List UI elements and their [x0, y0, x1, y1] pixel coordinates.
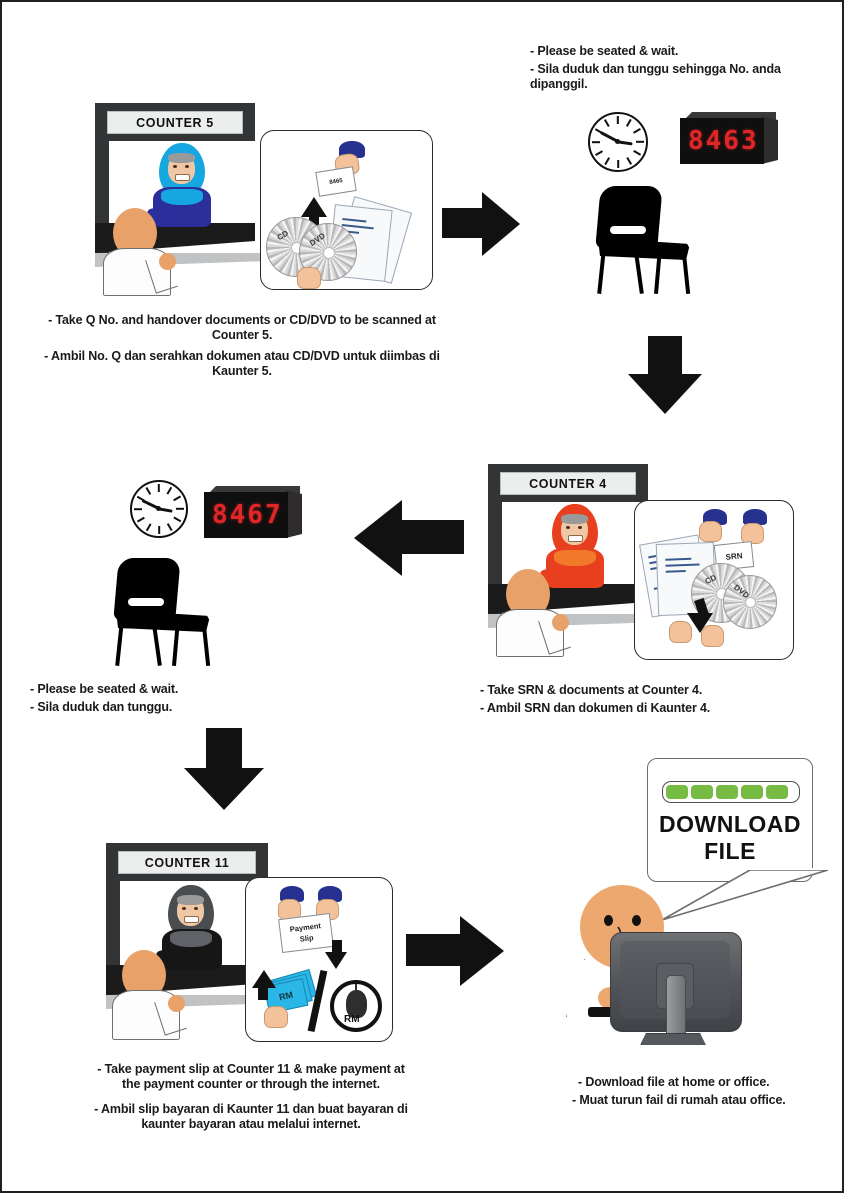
clerk-eye-right: [578, 526, 582, 529]
clerk-eye-right: [194, 907, 198, 910]
step4-caption-en: - Please be seated & wait.: [30, 682, 179, 696]
counter11-booth: COUNTER 11: [106, 843, 296, 1040]
step1-caption-ms: - Ambil No. Q dan serahkan dokumen atau …: [44, 349, 440, 378]
clerk-eye-left: [173, 165, 177, 168]
clock-icon-2: [130, 480, 188, 538]
counter4-customer: [496, 569, 582, 657]
pc-user-eye-right: [632, 915, 641, 926]
mouse-cable: [355, 984, 357, 992]
callout1-hand-lower-icon: [297, 267, 321, 289]
counter11-callout: Payment Slip RM RM: [245, 877, 393, 1042]
counter5-sign-label: COUNTER 5: [107, 111, 243, 134]
step2-caption-en: - Please be seated & wait.: [530, 44, 679, 58]
dvd-disc-icon: [723, 575, 777, 629]
callout3-hand-left-icon: [699, 521, 722, 542]
counter11-clerk: [155, 885, 232, 971]
clerk-shawl: [170, 931, 212, 947]
step6-caption-ms: - Muat turun fail di rumah atau office.: [572, 1093, 786, 1107]
step2-caption-ms: - Sila duduk dan tunggu sehingga No. and…: [530, 62, 781, 91]
clerk-mouth: [175, 174, 190, 181]
clerk-eye-left: [566, 526, 570, 529]
download-bubble-line1: DOWNLOAD: [659, 811, 801, 837]
counter5-clerk: [146, 143, 221, 229]
monitor-base: [640, 1033, 706, 1045]
pc-user-eye-left: [604, 915, 613, 926]
counter4-sign-label: COUNTER 4: [500, 472, 636, 495]
clock-icon: [588, 112, 648, 172]
callout3-hand-right-icon: [741, 523, 764, 544]
callout1-arrow-up-icon: [301, 197, 327, 217]
arrow-step2-to-step3: [628, 336, 702, 416]
clerk-hair: [561, 514, 588, 524]
mouse-icon: [346, 990, 367, 1018]
queue-ticket: 8465: [315, 166, 357, 197]
counter5-callout: 8465 CD DVD: [260, 130, 433, 290]
queue-display-top: 8463: [678, 112, 784, 168]
monitor-neck: [666, 975, 686, 1039]
download-bubble-line2: FILE: [704, 838, 756, 864]
arrow-step5-to-step6: [406, 916, 508, 986]
clerk-hair: [168, 153, 195, 163]
download-bubble-tail: [661, 868, 829, 921]
clerk-hair: [177, 895, 204, 905]
callout3-hand-receive-right-icon: [701, 625, 724, 647]
chair-icon-bottom: [113, 558, 236, 666]
queue-number-bottom: 8467: [212, 500, 283, 530]
internet-payment-icon: [330, 980, 382, 1032]
clerk-eye-right: [185, 165, 189, 168]
download-progress-bar: [662, 781, 800, 803]
callout5-sleeve-right: [318, 886, 342, 902]
clerk-mouth: [568, 535, 583, 542]
counter5-customer: [103, 208, 189, 296]
queue-display-bottom: 8467: [202, 486, 308, 542]
callout5-arrow-down-icon: [325, 952, 347, 969]
pc-user-shoe: [588, 1007, 622, 1017]
customer-hand: [159, 253, 176, 270]
counter11-customer: [112, 950, 200, 1040]
arrow-step3-to-step4: [354, 500, 466, 576]
payment-slip: Payment Slip: [278, 912, 334, 954]
callout5-arrow-up-stem: [258, 986, 268, 1000]
counter4-clerk: [539, 504, 614, 590]
callout5-arrow-up-icon: [252, 970, 276, 988]
callout5-sleeve-left: [280, 886, 304, 902]
step1-caption-en: - Take Q No. and handover documents or C…: [48, 313, 436, 342]
arrow-step1-to-step2: [442, 192, 520, 256]
online-payment-label: RM: [344, 1014, 360, 1025]
step5-caption-ms: - Ambil slip bayaran di Kaunter 11 dan b…: [94, 1102, 408, 1131]
customer-hand: [552, 614, 569, 631]
callout5-hand-cash-icon: [264, 1006, 288, 1028]
customer-hand: [168, 995, 185, 1012]
counter4-booth: COUNTER 4: [488, 464, 678, 657]
queue-number-top: 8463: [688, 126, 759, 156]
clerk-mouth: [184, 916, 199, 923]
arrow-step4-to-step5: [184, 728, 264, 812]
download-scene: [562, 867, 842, 1062]
clerk-shawl: [161, 189, 203, 205]
counter11-sign-label: COUNTER 11: [118, 851, 256, 874]
clerk-eye-left: [182, 907, 186, 910]
callout3-sleeve-right: [743, 509, 767, 525]
callout3-hand-receive-left-icon: [669, 621, 692, 643]
clerk-shawl: [554, 550, 596, 566]
counter5-booth: COUNTER 5: [95, 103, 285, 296]
step3-caption-en: - Take SRN & documents at Counter 4.: [480, 683, 703, 697]
step5-caption-en: - Take payment slip at Counter 11 & make…: [97, 1062, 405, 1091]
download-bubble: DOWNLOAD FILE: [647, 758, 813, 882]
chair-icon-top: [595, 186, 716, 294]
step4-caption-ms: - Sila duduk dan tunggu.: [30, 700, 173, 714]
counter4-callout: SRN CD DVD: [634, 500, 794, 660]
step6-caption-en: - Download file at home or office.: [578, 1075, 770, 1089]
callout5-arrow-stem: [332, 940, 342, 956]
step3-caption-ms: - Ambil SRN dan dokumen di Kaunter 4.: [480, 701, 711, 715]
